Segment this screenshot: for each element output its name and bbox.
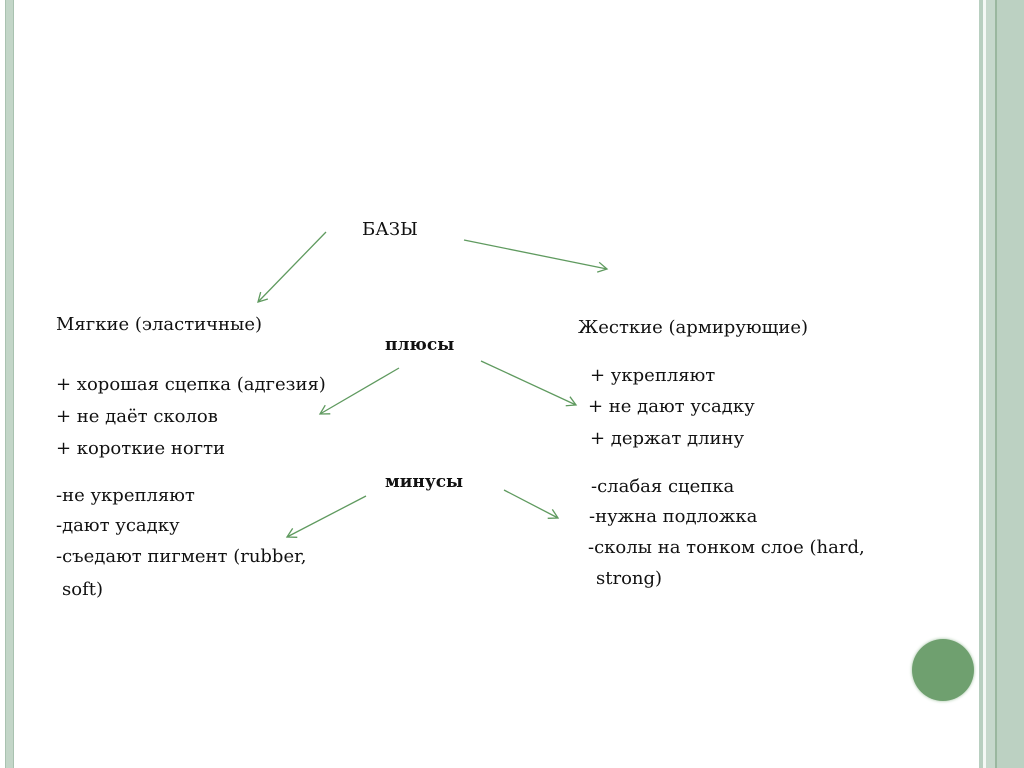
arrow-cons-left (285, 495, 367, 538)
soft-pro: + короткие ногти (56, 438, 226, 459)
hard-pro: + укрепляют (590, 365, 716, 386)
decorative-circle (912, 639, 974, 701)
soft-con: -съедают пигмент (rubber, (56, 546, 307, 567)
left-border-stripe (5, 0, 14, 768)
arrow-to-hard (463, 239, 609, 273)
hard-pro: + не дают усадку (588, 396, 755, 417)
hard-pro: + держат длину (590, 428, 745, 449)
soft-pro: + хорошая сцепка (адгезия) (56, 374, 326, 395)
title: БАЗЫ (362, 219, 418, 240)
soft-con: -не укрепляют (56, 485, 195, 506)
soft-heading: Мягкие (эластичные) (56, 314, 263, 335)
arrow-cons-right (503, 489, 560, 519)
hard-con: strong) (596, 568, 663, 589)
right-border-stripes (979, 0, 1024, 768)
hard-con: -нужна подложка (589, 506, 758, 527)
pros-label: плюсы (385, 335, 455, 355)
cons-label: минусы (385, 472, 464, 492)
soft-con: soft) (62, 579, 103, 600)
hard-con: -сколы на тонком слое (hard, (588, 537, 865, 558)
arrow-to-soft (257, 231, 327, 303)
hard-con: -слабая сцепка (591, 476, 735, 497)
arrow-pros-right (480, 360, 578, 407)
hard-heading: Жесткие (армирующие) (578, 317, 809, 338)
soft-pro: + не даёт сколов (56, 406, 218, 427)
soft-con: -дают усадку (56, 515, 180, 536)
arrow-pros-left (318, 367, 400, 415)
